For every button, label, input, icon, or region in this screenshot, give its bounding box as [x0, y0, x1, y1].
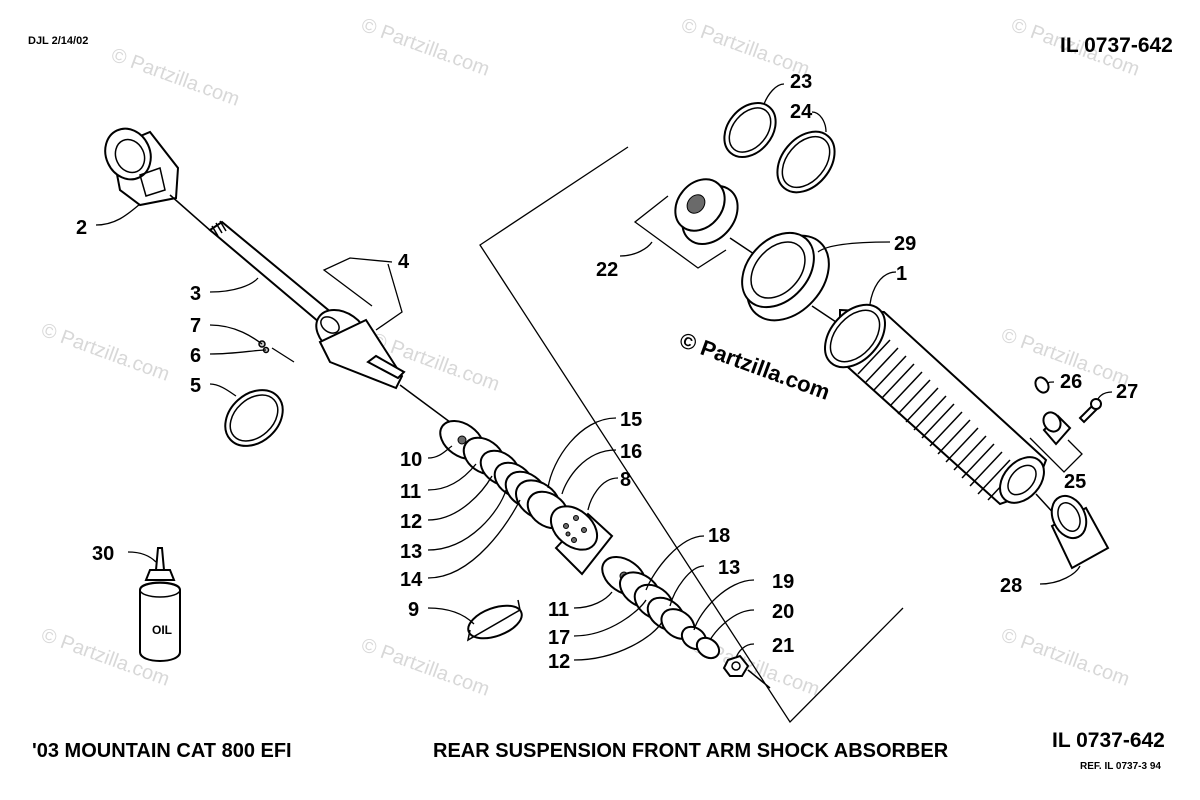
piston-band-part — [466, 599, 523, 642]
part-label-24: 24 — [790, 101, 813, 123]
bushing-part — [1050, 494, 1110, 570]
part-label-28: 28 — [1000, 575, 1022, 597]
part-label-30: 30 — [92, 543, 114, 565]
seal-head-bracket — [633, 195, 727, 269]
date-code: DJL 2/14/02 — [28, 35, 88, 47]
part-label-9: 9 — [408, 599, 419, 621]
shock-body-part — [824, 303, 1048, 506]
part-label-5: 5 — [190, 375, 201, 397]
o-ring-part — [224, 389, 284, 447]
part-label-13a: 13 — [400, 541, 422, 563]
axis-line — [169, 194, 213, 233]
part-label-8: 8 — [620, 469, 631, 491]
watermark: © Partzilla.com — [358, 634, 492, 701]
part-label-1: 1 — [896, 263, 907, 285]
piston-housing-part — [315, 309, 406, 390]
o-ring-inner — [229, 394, 279, 442]
shaft-part — [208, 220, 340, 330]
model-name: '03 MOUNTAIN CAT 800 EFI — [32, 740, 292, 762]
watermark: © Partzilla.com — [108, 44, 242, 111]
fitting-bracket — [1029, 437, 1083, 473]
watermark: © Partzilla.com — [358, 14, 492, 81]
copyright-notice: © Partzilla.com — [676, 327, 833, 405]
ring-inner — [781, 135, 831, 189]
part-label-19: 19 — [772, 571, 794, 593]
part-label-6: 6 — [190, 345, 201, 367]
part-label-11a: 11 — [400, 481, 421, 503]
part-label-14: 14 — [400, 569, 423, 591]
part-label-16: 16 — [620, 441, 642, 463]
part-label-15: 15 — [620, 409, 642, 431]
part-labels: 2 3 4 7 6 5 10 11 12 13 14 9 15 16 8 11 … — [76, 71, 1138, 673]
part-label-18: 18 — [708, 525, 730, 547]
watermark: © Partzilla.com — [38, 319, 172, 386]
part-label-10: 10 — [400, 449, 422, 471]
reference-id: REF. IL 0737-3 94 — [1080, 761, 1161, 772]
part-label-22: 22 — [596, 259, 618, 281]
part-label-11b: 11 — [548, 599, 569, 621]
diagram-title: REAR SUSPENSION FRONT ARM SHOCK ABSORBER — [433, 740, 949, 762]
collar-part — [741, 231, 830, 322]
part-label-3: 3 — [190, 283, 201, 305]
part-label-26: 26 — [1060, 371, 1082, 393]
valve-stack-lower — [601, 555, 721, 660]
piston-part — [549, 505, 614, 576]
illustration-id-bottom: IL 0737-642 — [1052, 729, 1165, 752]
illustration-id-top: IL 0737-642 — [1060, 34, 1173, 57]
oil-bottle-label: OIL — [152, 623, 172, 637]
watermark: © Partzilla.com — [998, 624, 1132, 691]
part-label-27: 27 — [1116, 381, 1138, 403]
part-label-12a: 12 — [400, 511, 422, 533]
seal-head-part — [674, 178, 739, 245]
part-label-4: 4 — [398, 251, 410, 273]
axis-line — [747, 669, 771, 689]
part-label-13b: 13 — [718, 557, 740, 579]
ring-part — [776, 130, 836, 194]
leader-lines — [95, 83, 1113, 661]
part-label-7: 7 — [190, 315, 201, 337]
part-label-2: 2 — [76, 217, 87, 239]
part-label-21: 21 — [772, 635, 794, 657]
ring-inner — [728, 107, 772, 153]
eyelet-bushing-part — [104, 127, 180, 207]
ring-part — [723, 102, 777, 158]
part-label-17: 17 — [548, 627, 570, 649]
part-label-12b: 12 — [548, 651, 570, 673]
fitting-part — [1042, 411, 1072, 446]
part-label-20: 20 — [772, 601, 794, 623]
nut-part — [722, 654, 750, 677]
group-bracket — [479, 146, 904, 724]
screw-head — [1090, 398, 1102, 410]
part-label-25: 25 — [1064, 471, 1086, 493]
oil-bottle-part: OIL — [139, 547, 181, 662]
body-ribs — [857, 339, 1019, 501]
part-label-29: 29 — [894, 233, 916, 255]
watermarks: © Partzilla.com © Partzilla.com © Partzi… — [38, 14, 1142, 701]
washer-part — [1034, 376, 1050, 394]
part-label-23: 23 — [790, 71, 812, 93]
